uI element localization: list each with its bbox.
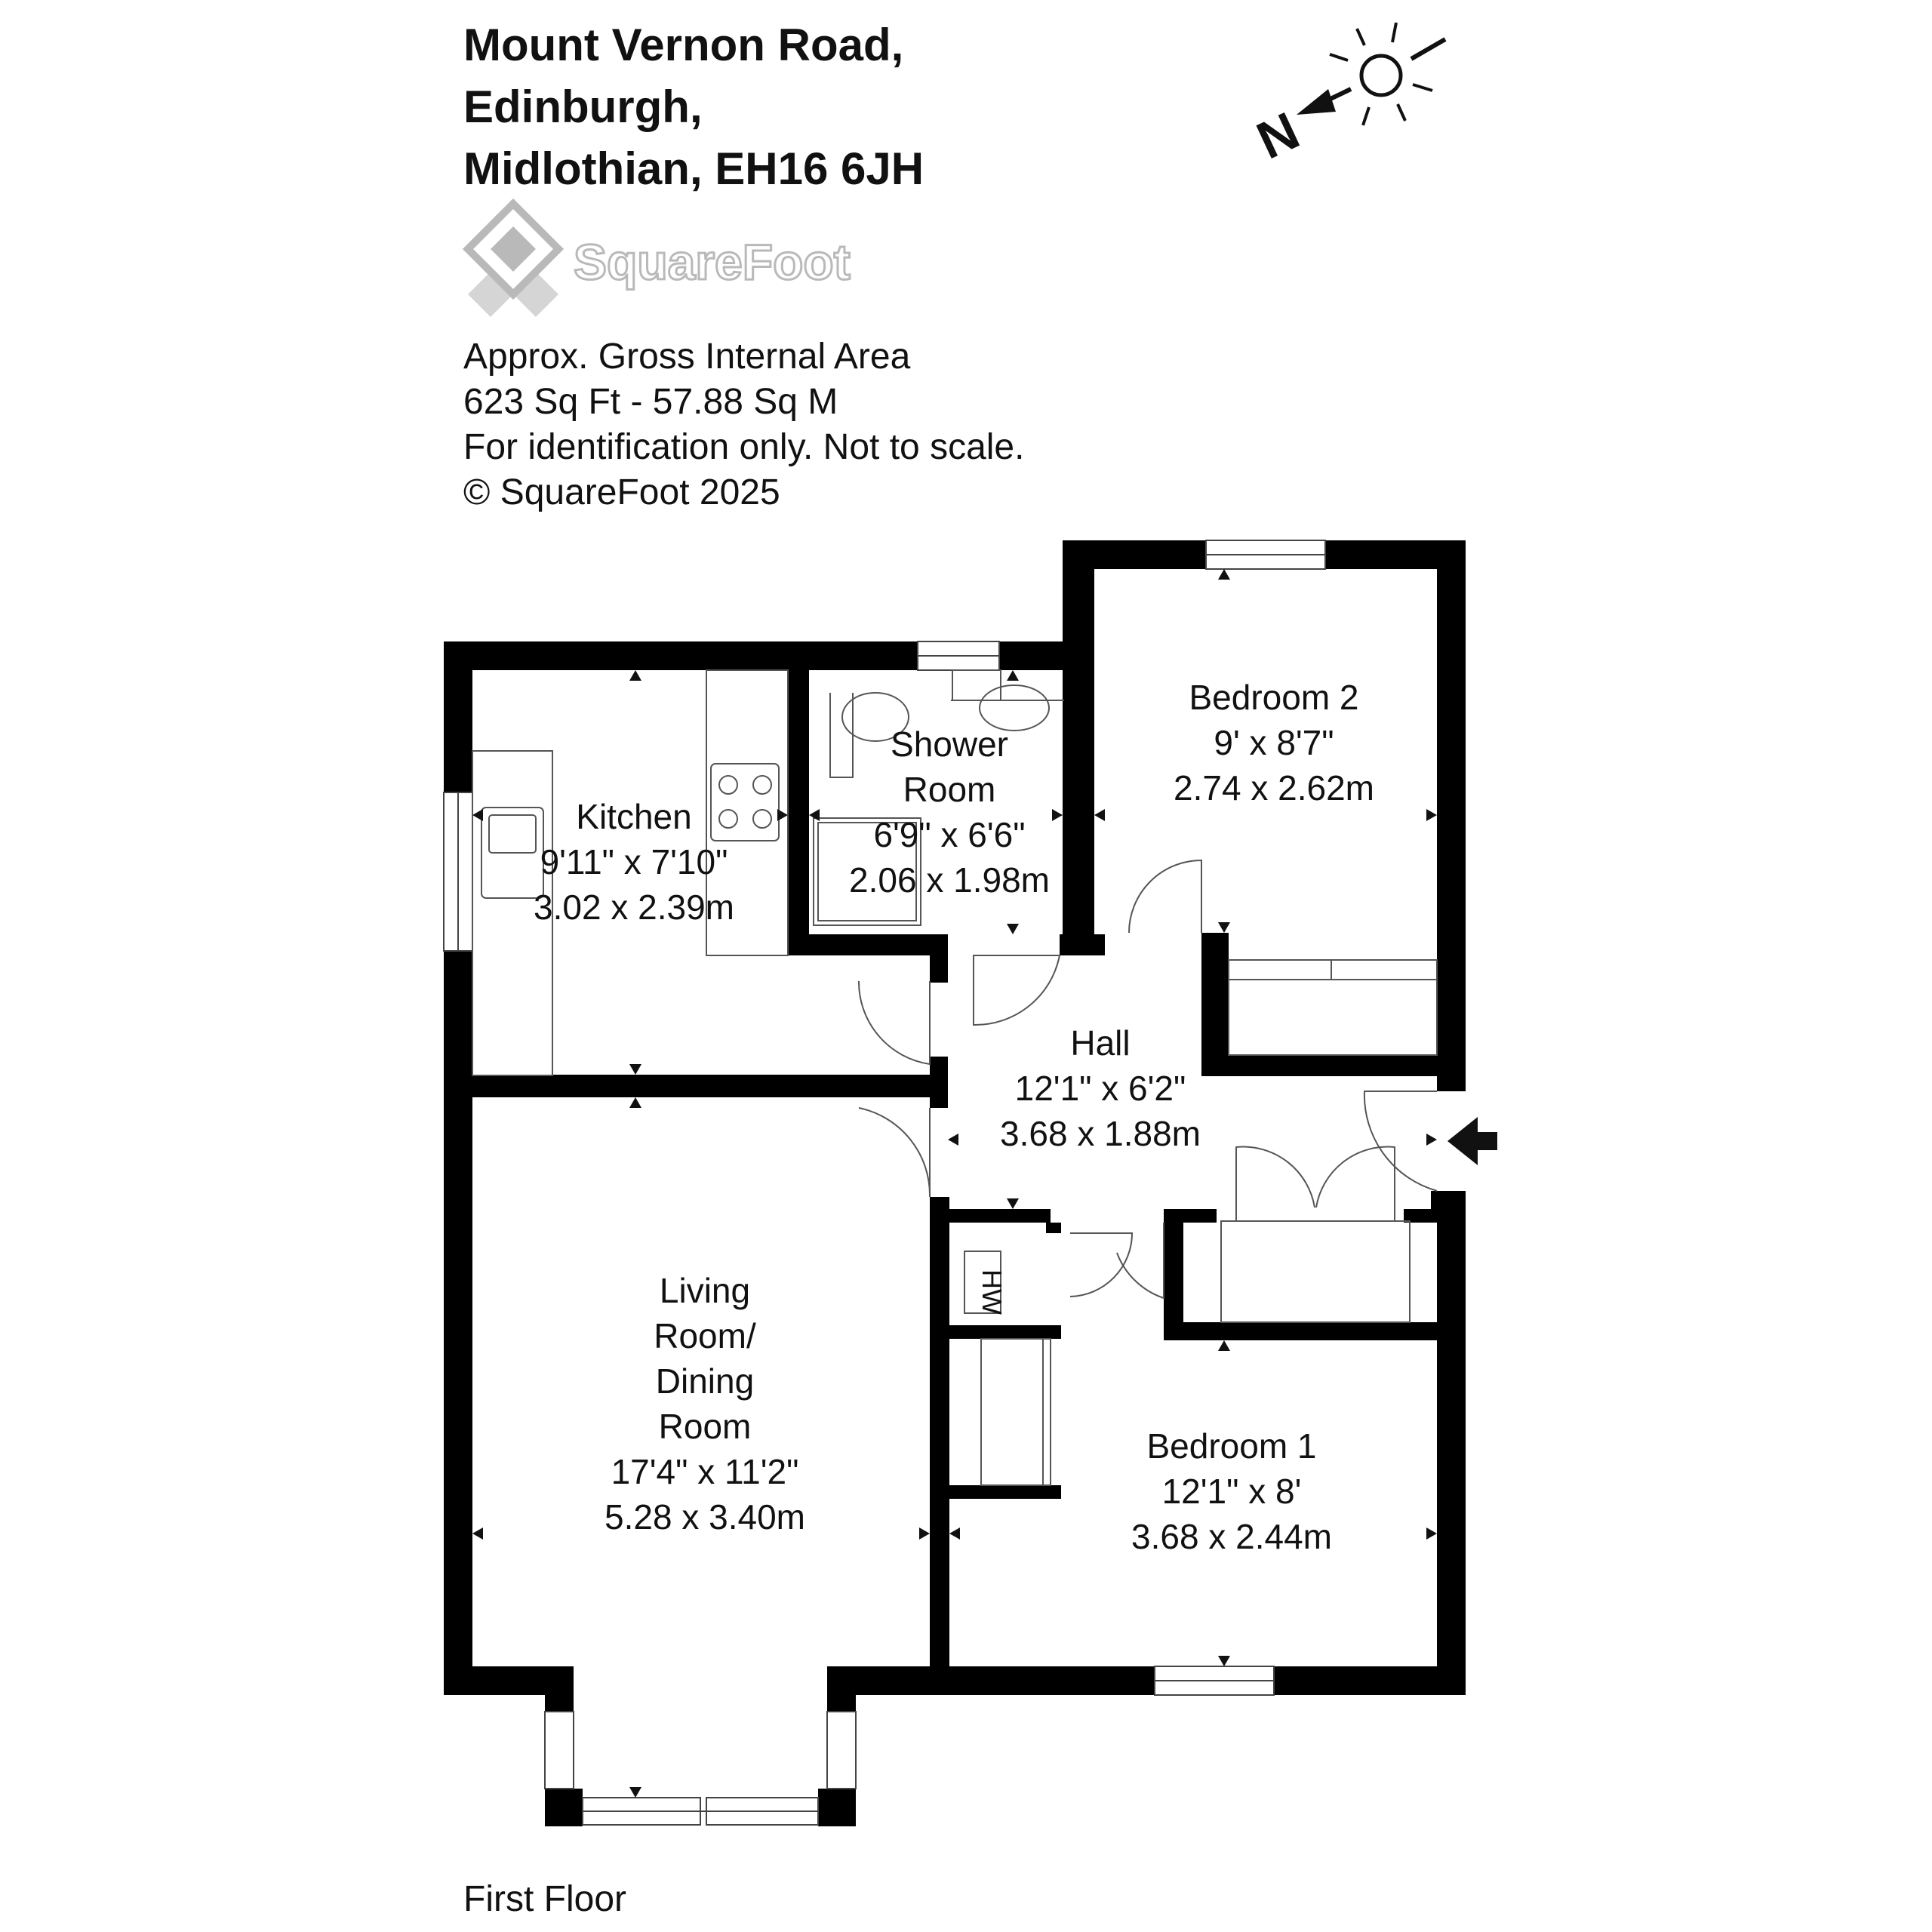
wardrobe <box>1220 1220 1411 1323</box>
hall-imperial: 12'1" x 6'2" <box>1015 1069 1186 1108</box>
shower-fixtures <box>813 669 1064 926</box>
kitchen-imperial: 9'11" x 7'10" <box>540 842 728 881</box>
compass-sun-icon: N <box>1248 22 1447 171</box>
address-line-2: Edinburgh, <box>463 82 703 132</box>
interior-walls <box>472 670 1466 1695</box>
bedroom1-imperial: 12'1" x 8' <box>1162 1472 1302 1511</box>
room-bedroom-1: Bedroom 1 12'1" x 8' 3.68 x 2.44m <box>1131 1426 1332 1556</box>
shower-imperial: 6'9" x 6'6" <box>873 815 1025 854</box>
bedroom2-metric: 2.74 x 2.62m <box>1174 768 1374 808</box>
kitchen-fixtures <box>472 669 789 1076</box>
living-metric: 5.28 x 3.40m <box>605 1497 805 1537</box>
living-name-4: Room <box>659 1407 752 1446</box>
info-copyright: © SquareFoot 2025 <box>463 472 780 512</box>
living-imperial: 17'4" x 11'2" <box>611 1452 799 1491</box>
brand-name: SquareFoot <box>574 234 851 290</box>
bedroom1-name: Bedroom 1 <box>1146 1426 1316 1466</box>
room-hall: Hall 12'1" x 6'2" 3.68 x 1.88m <box>1000 1023 1201 1153</box>
room-shower: Shower Room 6'9" x 6'6" 2.06 x 1.98m <box>849 724 1050 900</box>
room-bedroom-2: Bedroom 2 9' x 8'7" 2.74 x 2.62m <box>1174 678 1374 808</box>
living-name-1: Living <box>660 1271 750 1310</box>
kitchen-name: Kitchen <box>576 797 691 836</box>
entrance-arrow-icon <box>1447 1117 1497 1165</box>
bedroom2-imperial: 9' x 8'7" <box>1214 723 1334 762</box>
compass-north-letter: N <box>1248 100 1308 170</box>
info-area-title: Approx. Gross Internal Area <box>463 337 911 377</box>
shower-name-2: Room <box>903 770 996 809</box>
windows <box>443 540 1326 1826</box>
living-name-2: Room/ <box>654 1316 756 1355</box>
hall-metric: 3.68 x 1.88m <box>1000 1114 1201 1153</box>
bedroom2-name: Bedroom 2 <box>1189 678 1358 717</box>
bedroom1-metric: 3.68 x 2.44m <box>1131 1517 1332 1556</box>
room-living: Living Room/ Dining Room 17'4" x 11'2" 5… <box>605 1271 805 1537</box>
info-disclaimer: For identification only. Not to scale. <box>463 427 1024 467</box>
floor-label: First Floor <box>463 1879 626 1919</box>
shower-name-1: Shower <box>891 724 1008 764</box>
doors <box>857 859 1438 1300</box>
stairs <box>980 959 1438 1486</box>
hw-cupboard: HW <box>964 1251 1008 1315</box>
room-kitchen: Kitchen 9'11" x 7'10" 3.02 x 2.39m <box>534 797 734 927</box>
kitchen-metric: 3.02 x 2.39m <box>534 888 734 927</box>
dimension-markers <box>472 569 1437 1798</box>
hall-name: Hall <box>1070 1023 1130 1063</box>
hw-label: HW <box>977 1269 1008 1315</box>
exterior-walls <box>444 540 1466 1826</box>
squarefoot-logo-icon <box>462 198 565 317</box>
info-area-value: 623 Sq Ft - 57.88 Sq M <box>463 382 838 422</box>
address-line-1: Mount Vernon Road, <box>463 20 903 70</box>
shower-metric: 2.06 x 1.98m <box>849 860 1050 900</box>
address-line-3: Midlothian, EH16 6JH <box>463 143 924 194</box>
living-name-3: Dining <box>656 1361 754 1401</box>
